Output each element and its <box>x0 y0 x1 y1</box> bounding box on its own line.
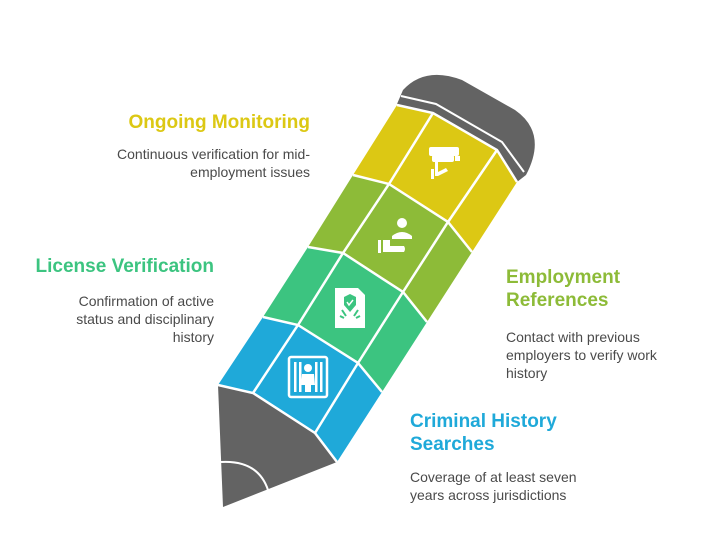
step-title-criminal-history: Criminal History Searches <box>410 411 557 455</box>
ferrule-line <box>400 95 525 173</box>
step-title-employment-references: Employment References <box>506 267 621 311</box>
segment-dividers <box>217 103 519 463</box>
certificate-shield-icon <box>335 288 365 328</box>
person-handshake-icon <box>378 218 412 253</box>
pencil-tip <box>218 385 337 507</box>
pencil-lead-arc <box>220 460 269 491</box>
step-description-license-verification: Confirmation of active status and discip… <box>76 293 214 345</box>
step-title-license-verification: License Verification <box>35 256 214 277</box>
security-camera-icon <box>429 147 460 179</box>
step-title-ongoing-monitoring: Ongoing Monitoring <box>128 112 310 133</box>
step-description-criminal-history: Coverage of at least seven years across … <box>410 469 577 503</box>
segment-ongoing-monitoring <box>353 105 517 252</box>
prison-bars-icon <box>287 355 329 399</box>
step-description-employment-references: Contact with previous employers to verif… <box>506 329 657 381</box>
step-description-ongoing-monitoring: Continuous verification for mid-employme… <box>117 146 310 180</box>
